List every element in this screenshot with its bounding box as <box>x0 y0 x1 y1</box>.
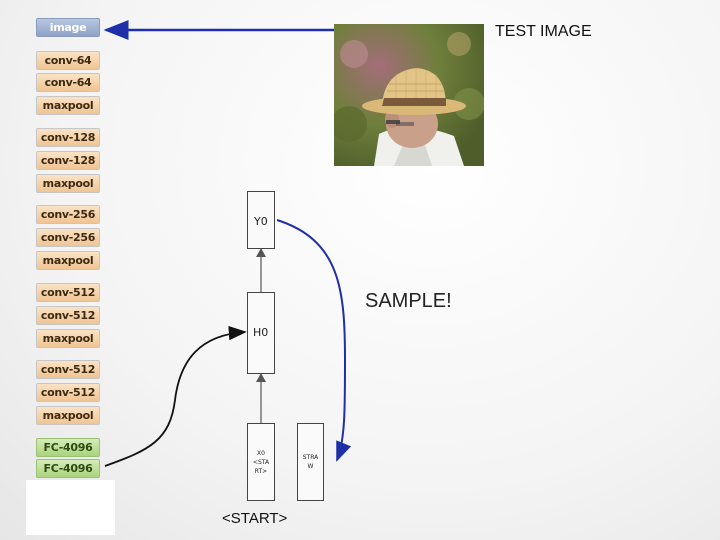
layer-conv512-1: conv-512 <box>36 283 100 302</box>
output-node-y0: Y0 <box>247 191 275 249</box>
layer-fc4096-1: FC-4096 <box>36 438 100 457</box>
layer-conv128-1: conv-128 <box>36 128 100 147</box>
x0-line-2: <STA <box>252 458 270 466</box>
layer-maxpool-5: maxpool <box>36 406 100 425</box>
x0-line-3: RT> <box>254 467 268 475</box>
fc-to-h0-arrow <box>104 325 247 467</box>
layer-conv64-2: conv-64 <box>36 73 100 92</box>
input-node-x0: X0 <STA RT> <box>247 423 275 501</box>
sampled-word-line-2: W <box>307 463 314 470</box>
layer-conv256-2: conv-256 <box>36 228 100 247</box>
layer-image: image <box>36 18 100 37</box>
sample-feedback-arrow <box>276 219 352 462</box>
layer-conv128-2: conv-128 <box>36 151 100 170</box>
start-label: <START> <box>222 510 288 527</box>
h0-label: H0 <box>253 326 269 339</box>
sampled-word-line-1: STRA <box>302 454 319 461</box>
layer-maxpool-1: maxpool <box>36 96 100 115</box>
test-image-label: TEST IMAGE <box>495 23 592 40</box>
layer-fc4096-2: FC-4096 <box>36 459 100 478</box>
sampled-word-node: STRA W <box>297 423 324 501</box>
layer-conv256-1: conv-256 <box>36 205 100 224</box>
layer-maxpool-4: maxpool <box>36 329 100 348</box>
layer-conv512-4: conv-512 <box>36 383 100 402</box>
layer-maxpool-2: maxpool <box>36 174 100 193</box>
y0-label: Y0 <box>254 215 268 228</box>
blank-panel <box>26 480 115 535</box>
hidden-node-h0: H0 <box>247 292 275 374</box>
sample-label: SAMPLE! <box>365 290 452 312</box>
x0-line-1: X0 <box>257 449 265 457</box>
test-image-photo <box>334 24 484 166</box>
layer-conv512-2: conv-512 <box>36 306 100 325</box>
layer-conv64-1: conv-64 <box>36 51 100 70</box>
layer-maxpool-3: maxpool <box>36 251 100 270</box>
layer-conv512-3: conv-512 <box>36 360 100 379</box>
